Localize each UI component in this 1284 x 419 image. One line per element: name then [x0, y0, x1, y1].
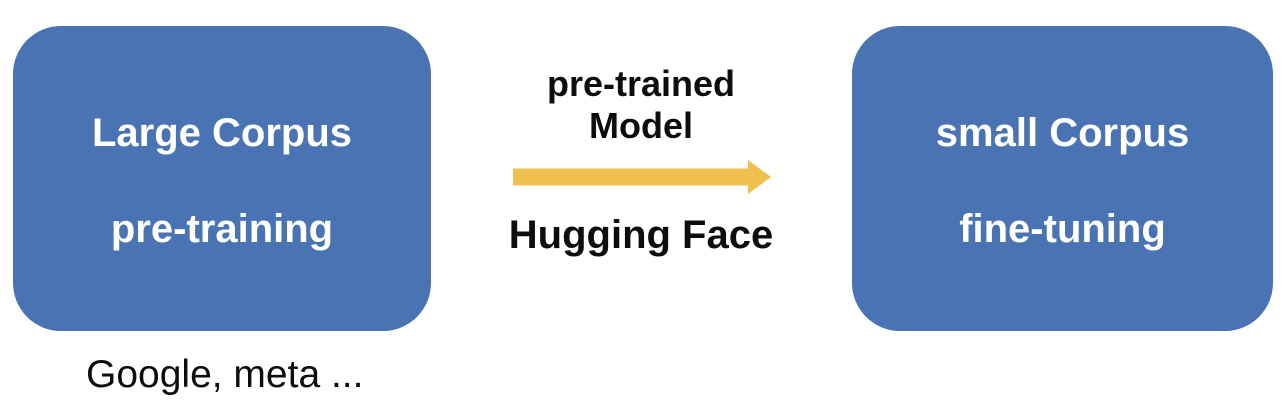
right-arrow-icon — [513, 160, 771, 194]
pretraining-box-subtitle: pre-training — [110, 207, 334, 251]
caption-text: Google, meta ... — [86, 353, 364, 396]
finetuning-box: small Corpus fine-tuning — [852, 26, 1273, 331]
arrow-top-label-line2: Model — [589, 105, 693, 146]
finetuning-box-title: small Corpus — [935, 111, 1190, 155]
finetuning-box-subtitle: fine-tuning — [959, 207, 1166, 251]
pretraining-box: Large Corpus pre-training — [13, 26, 431, 331]
arrow-top-label: pre-trained Model — [466, 63, 816, 147]
arrow-top-label-line1: pre-trained — [546, 63, 736, 104]
pretraining-box-title: Large Corpus — [91, 111, 353, 155]
arrow-bottom-label: Hugging Face — [508, 213, 774, 257]
